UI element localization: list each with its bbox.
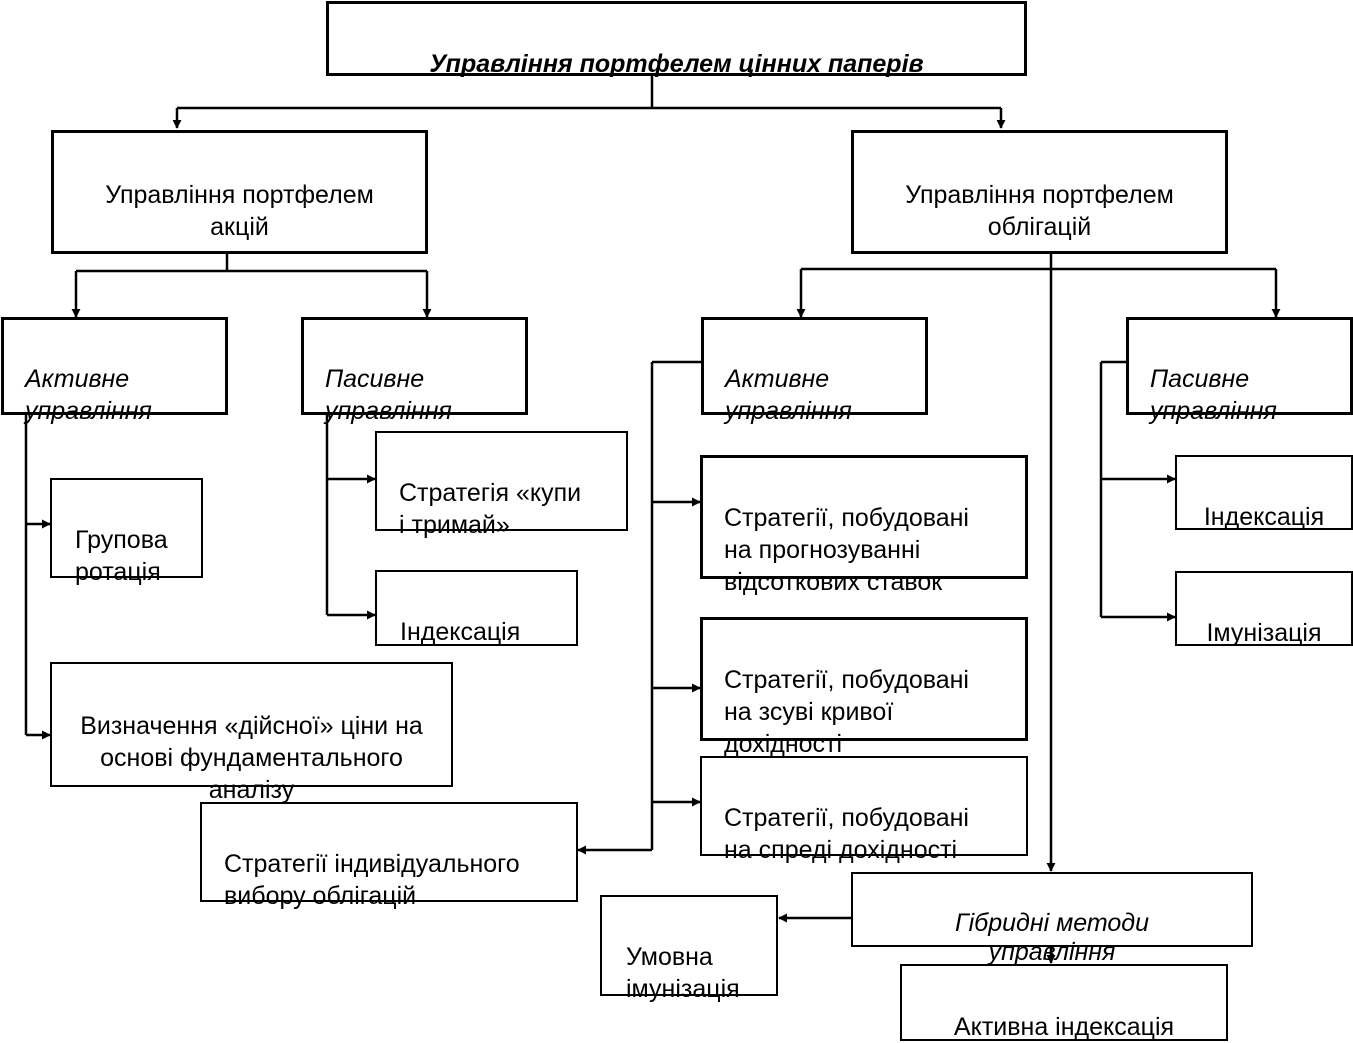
yield-curve-label: Стратегії, побудовані на зсуві кривої до… xyxy=(724,666,969,758)
bonds-passive-node: Пасивне управління xyxy=(1126,317,1353,425)
bonds-indexation-node: Індексація xyxy=(1175,455,1353,531)
hybrid-node: Гібридні методи управління xyxy=(851,872,1253,966)
group-rotation-node: Групова ротація xyxy=(50,478,203,586)
stocks-management-node: Управління портфелем акцій xyxy=(51,130,428,254)
bonds-active-node: Активне управління xyxy=(701,317,928,425)
root-node: Управління портфелем цінних паперів xyxy=(326,1,1027,78)
bonds-active-label: Активне управління xyxy=(725,365,852,425)
bonds-management-node: Управління портфелем облігацій xyxy=(851,130,1228,254)
yield-spread-label: Стратегії, побудовані на спреді дохіднос… xyxy=(724,804,969,864)
stocks-active-node: Активне управління xyxy=(1,317,228,425)
stocks-passive-node: Пасивне управління xyxy=(301,317,528,425)
group-rotation-label: Групова ротація xyxy=(75,526,168,586)
stocks-passive-label: Пасивне управління xyxy=(325,365,452,425)
active-indexation-label: Активна індексація xyxy=(953,1013,1175,1041)
bonds-management-label: Управління портфелем облігацій xyxy=(905,181,1174,241)
buy-and-hold-node: Стратегія «купи і тримай» xyxy=(375,431,628,539)
individual-selection-label: Стратегії індивідуального вибору облігац… xyxy=(224,850,520,910)
root-label: Управління портфелем цінних паперів xyxy=(429,50,924,78)
yield-spread-node: Стратегії, побудовані на спреді дохіднос… xyxy=(700,756,1028,864)
hybrid-label: Гібридні методи управління xyxy=(954,909,1150,966)
stocks-active-label: Активне управління xyxy=(25,365,152,425)
conditional-immunization-node: Умовна імунізація xyxy=(600,895,778,1003)
true-price-node: Визначення «дійсної» ціни на основі фунд… xyxy=(50,662,453,804)
immunization-node: Імунізація xyxy=(1175,571,1353,647)
individual-selection-node: Стратегії індивідуального вибору облігац… xyxy=(200,802,578,910)
active-indexation-node: Активна індексація xyxy=(900,964,1228,1041)
immunization-label: Імунізація xyxy=(1206,619,1322,647)
bonds-indexation-label: Індексація xyxy=(1203,503,1325,531)
yield-curve-node: Стратегії, побудовані на зсуві кривої до… xyxy=(700,617,1028,758)
conditional-immunization-label: Умовна імунізація xyxy=(626,943,740,1003)
bonds-passive-label: Пасивне управління xyxy=(1150,365,1277,425)
interest-forecast-node: Стратегії, побудовані на прогнозуванні в… xyxy=(700,455,1028,596)
stocks-indexation-node: Індексація xyxy=(375,570,578,646)
stocks-indexation-label: Індексація xyxy=(400,618,521,646)
true-price-label: Визначення «дійсної» ціни на основі фунд… xyxy=(80,712,423,804)
interest-forecast-label: Стратегії, побудовані на прогнозуванні в… xyxy=(724,504,969,596)
buy-and-hold-label: Стратегія «купи і тримай» xyxy=(399,479,582,539)
stocks-management-label: Управління портфелем акцій xyxy=(105,181,374,241)
